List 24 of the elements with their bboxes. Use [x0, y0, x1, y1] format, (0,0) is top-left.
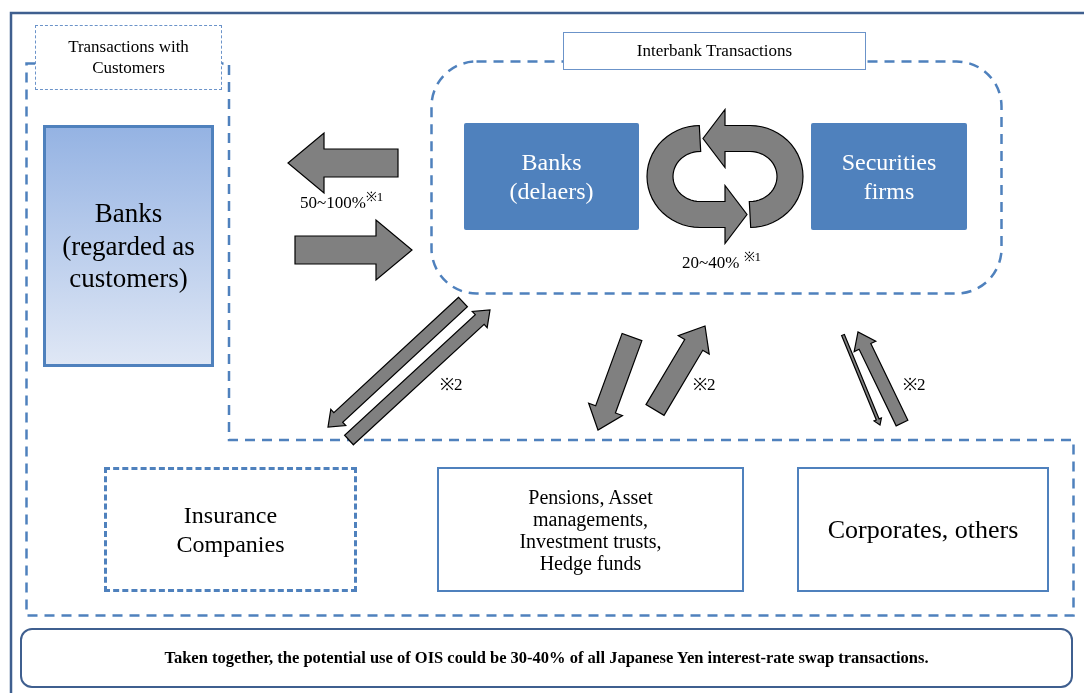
bank-box: Banks (delaers)	[464, 123, 639, 230]
block-arrow	[327, 296, 469, 428]
summary-note: Taken together, the potential use of OIS could be 30-40% of all Japanese Yen interest-rate swap transactions.	[20, 628, 1073, 688]
footnote-mark: ※2	[440, 376, 463, 393]
block-arrow	[343, 309, 491, 446]
block-arrow	[587, 332, 643, 431]
block-arrow	[840, 333, 883, 426]
group-heading: Transactions with Customers	[35, 25, 222, 90]
percentage-label: 20~40% $^{※1}$	[682, 250, 762, 271]
bank-box: Banks (regarded as customers)	[43, 125, 214, 367]
percentage-label: 50~100%$^{※1}$	[300, 190, 384, 211]
block-arrow	[853, 331, 909, 427]
insurance-box: Insurance Companies	[104, 467, 357, 592]
footnote-mark: ※2	[903, 376, 926, 393]
block-arrow	[646, 124, 748, 246]
block-arrow	[702, 107, 804, 229]
block-arrow	[294, 218, 413, 282]
block-arrow	[287, 131, 399, 195]
group-heading: Interbank Transactions	[563, 32, 866, 70]
footnote-mark: ※2	[693, 376, 716, 393]
block-arrow	[645, 325, 710, 417]
corporates-box: Corporates, others	[797, 467, 1049, 592]
investor-box: Pensions, Asset managements, Investment trusts, Hedge funds	[437, 467, 744, 592]
securities-box: Securities firms	[811, 123, 967, 230]
